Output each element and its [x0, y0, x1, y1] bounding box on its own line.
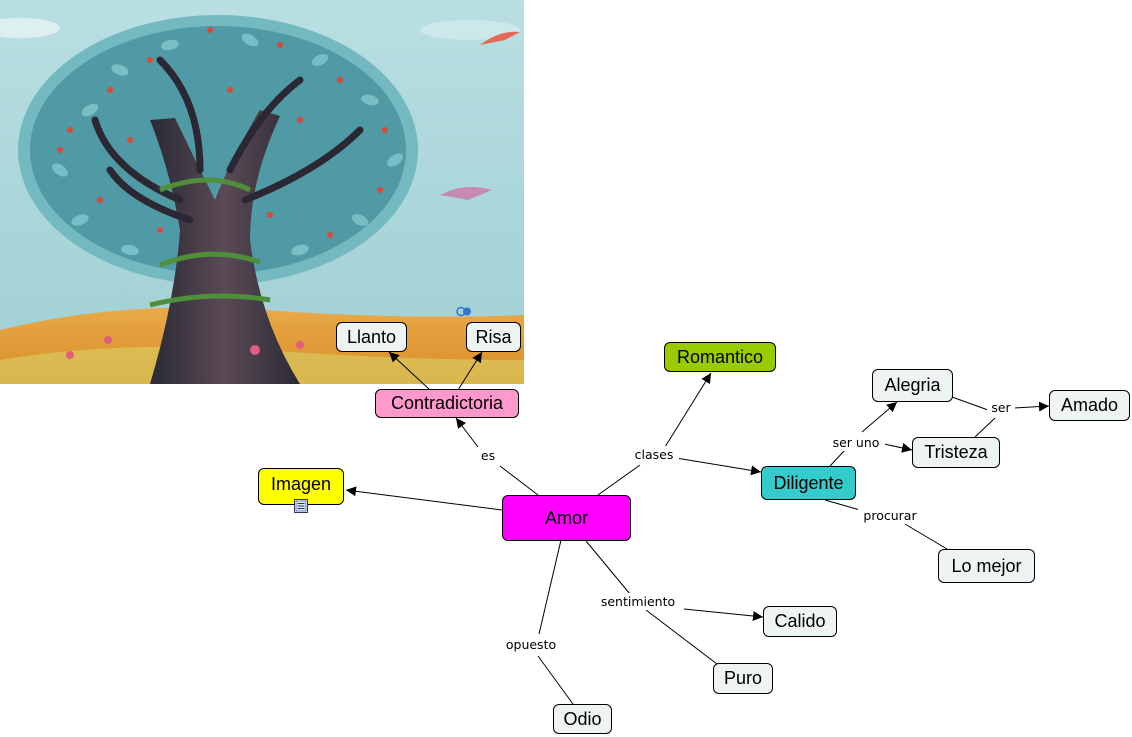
link-label-opuesto: opuesto — [506, 637, 556, 652]
link-label-es: es — [481, 448, 495, 463]
link-line — [664, 372, 712, 448]
link-line — [861, 401, 898, 433]
node-imagen-label: Imagen — [270, 474, 332, 494]
link-line — [455, 417, 479, 448]
node-contradictoria[interactable]: Contradictoria — [375, 389, 519, 418]
node-tristeza[interactable]: Tristeza — [912, 437, 1000, 468]
node-llanto[interactable]: Llanto — [336, 322, 407, 352]
link-line — [597, 464, 641, 496]
node-puro[interactable]: Puro — [713, 663, 773, 694]
node-romantico[interactable]: Romantico — [664, 342, 776, 372]
link-line — [585, 540, 631, 595]
link-label-sentimiento: sentimiento — [601, 594, 675, 609]
link-label-ser: ser — [991, 400, 1011, 415]
link-line — [1013, 401, 1050, 412]
resource-link-icon[interactable] — [456, 306, 472, 317]
tree-painting — [0, 0, 524, 384]
node-calido[interactable]: Calido — [763, 606, 837, 637]
link-line — [904, 523, 948, 550]
node-risa[interactable]: Risa — [466, 322, 521, 352]
node-alegria[interactable]: Alegria — [872, 369, 953, 402]
link-line — [388, 351, 431, 391]
document-icon[interactable] — [293, 498, 309, 514]
link-label-clases: clases — [635, 447, 674, 462]
link-line — [457, 351, 483, 391]
link-line — [345, 486, 503, 511]
node-lo-mejor[interactable]: Lo mejor — [938, 549, 1035, 583]
link-line — [499, 465, 539, 496]
link-label-procurar: procurar — [863, 508, 917, 523]
link-line — [675, 457, 762, 476]
link-line — [538, 539, 562, 635]
link-line — [883, 443, 913, 453]
node-amor[interactable]: Amor — [502, 495, 631, 541]
link-line — [645, 609, 718, 665]
link-line — [951, 396, 989, 411]
link-line — [683, 608, 764, 621]
link-line — [829, 449, 846, 467]
node-diligente[interactable]: Diligente — [761, 466, 856, 500]
node-amado[interactable]: Amado — [1049, 390, 1130, 421]
link-line — [537, 655, 574, 705]
link-label-ser-uno: ser uno — [833, 435, 880, 450]
node-odio[interactable]: Odio — [553, 704, 612, 734]
link-line — [974, 417, 996, 438]
link-line — [824, 499, 861, 511]
